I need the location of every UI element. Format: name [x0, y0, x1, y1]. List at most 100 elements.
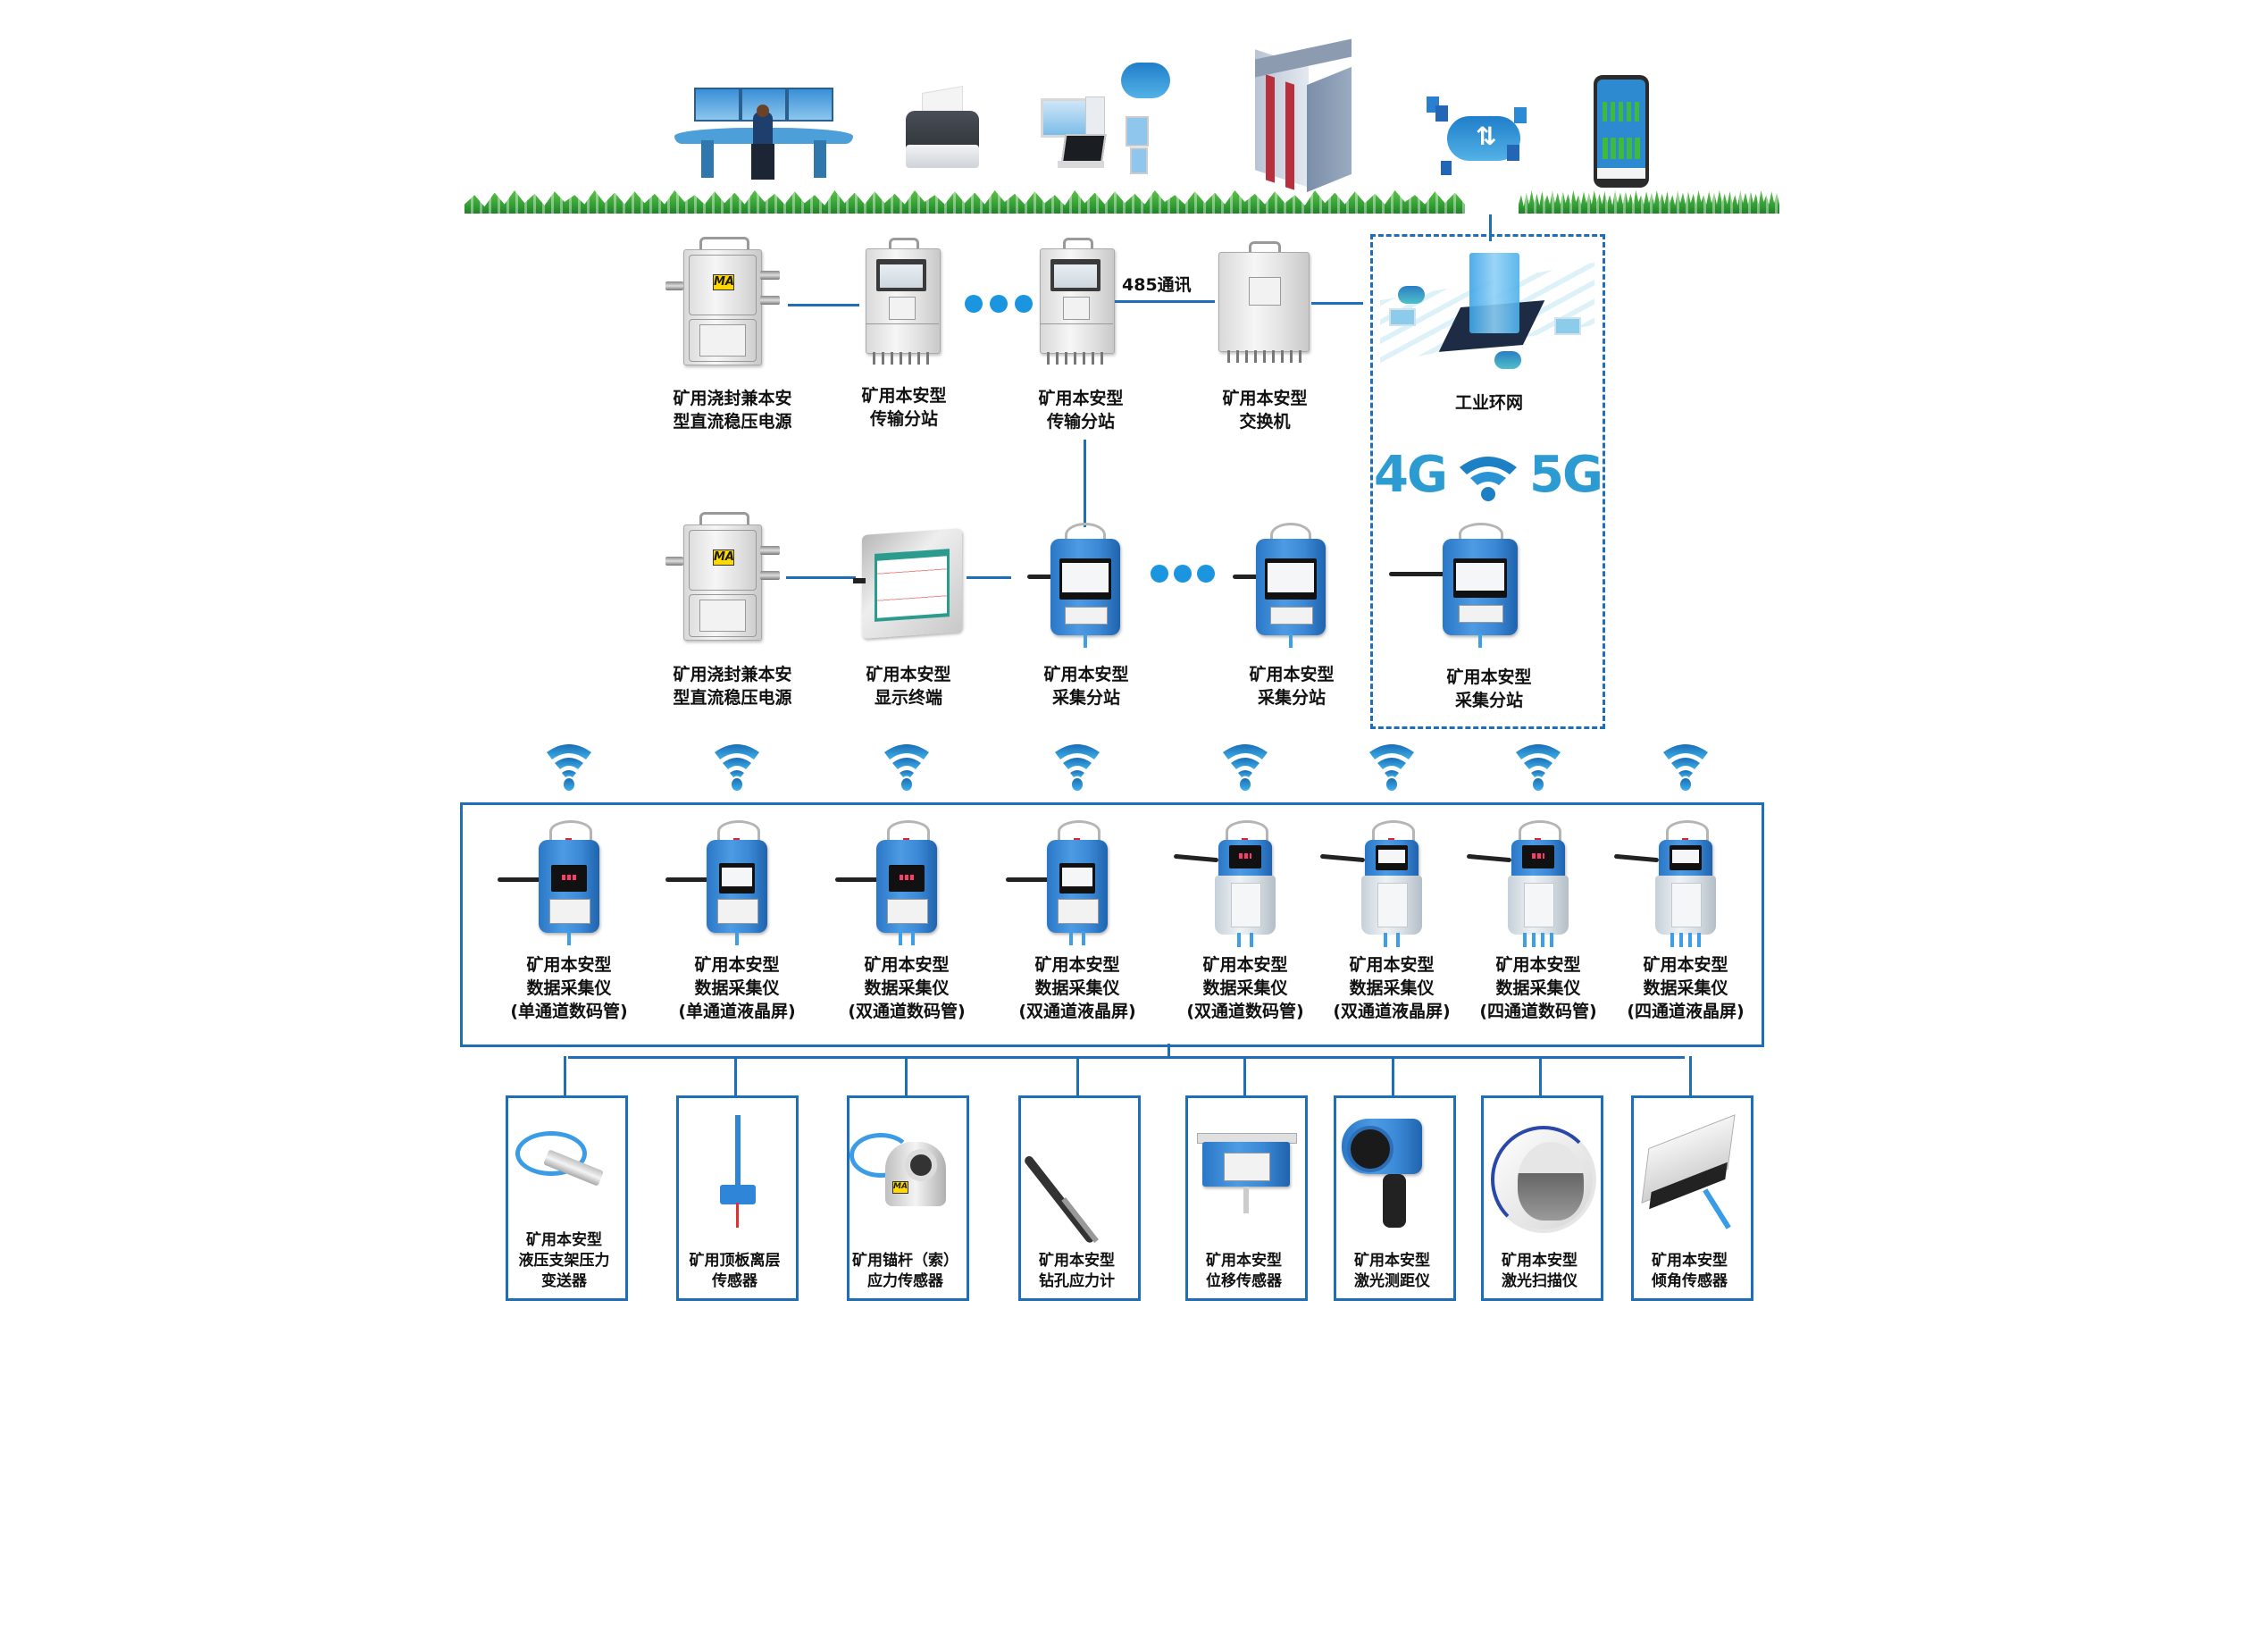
- sensor-label-line: 传感器: [712, 1272, 757, 1290]
- sensor-bus-drop-line: [733, 1056, 737, 1097]
- sensor-label-line: 矿用顶板离层: [689, 1252, 781, 1270]
- data-collector-label-line: 矿用本安型: [1495, 955, 1581, 975]
- network-dashed-box: [1370, 234, 1605, 729]
- data-collector-label-line: (单通道数码管): [510, 1002, 628, 1021]
- rs485-link-label: 485通讯: [1122, 275, 1192, 295]
- sensor-label-line: 应力传感器: [867, 1272, 943, 1290]
- sensor-bus-drop-line: [1075, 1056, 1079, 1097]
- wireless-5g-label: 5G: [1529, 446, 1603, 504]
- sensor-label-line: 变送器: [541, 1272, 587, 1290]
- row1-switch-label: 矿用本安型 交换机: [1222, 389, 1308, 432]
- sensor-bus-drop-line: [1391, 1056, 1394, 1097]
- data-collector-label-line: (四通道液晶屏): [1627, 1002, 1745, 1021]
- ma-badge: MA: [713, 274, 734, 290]
- sensor-card: [506, 1095, 628, 1301]
- sensor-label-line: 矿用锚杆（索）: [852, 1252, 958, 1270]
- data-collector-label-line: (双通道液晶屏): [1333, 1002, 1451, 1021]
- data-collector-label-line: (双通道数码管): [1186, 1002, 1304, 1021]
- laser-scanner-icon: [1484, 1115, 1598, 1233]
- sensor-card: [1018, 1095, 1141, 1301]
- cloud-to-network-line: [1489, 214, 1492, 241]
- inclination-sensor-icon: [1634, 1114, 1748, 1231]
- data-collector-label-line: 数据采集仪: [1034, 978, 1120, 998]
- display-terminal-device: [853, 528, 969, 639]
- data-collector-device: [1319, 820, 1463, 947]
- data-collector-label-line: (双通道数码管): [848, 1002, 966, 1021]
- sensor-label-line: 钻孔应力计: [1039, 1272, 1115, 1290]
- sensor-label-line: 激光扫描仪: [1502, 1272, 1578, 1290]
- wifi-signal-icon: [1369, 744, 1414, 791]
- network-collection-substation: [1389, 523, 1559, 648]
- data-collector-label: 矿用本安型数据采集仪(四通道数码管): [1479, 953, 1596, 1023]
- sensor-label-line: 倾角传感器: [1652, 1272, 1728, 1290]
- wireless-4g-label: 4G: [1374, 446, 1448, 504]
- row2-display-terminal-label: 矿用本安型 显示终端: [866, 665, 951, 708]
- data-collector-label: 矿用本安型数据采集仪(单通道数码管): [510, 953, 627, 1023]
- smartphone-icon: [1594, 75, 1649, 188]
- collector-to-sensor-bus-line: [1167, 1044, 1170, 1059]
- data-collector-device: [1006, 820, 1149, 945]
- sensor-label-line: 矿用本安型: [1354, 1252, 1430, 1270]
- row2-link-2: [967, 576, 1011, 579]
- wifi-signal-icon: [547, 744, 591, 791]
- data-collector-device: [1173, 820, 1317, 947]
- row1-to-row2-line: [1084, 440, 1086, 527]
- data-collector-label-line: (四通道数码管): [1479, 1002, 1597, 1021]
- sensor-label-line: 矿用本安型: [1039, 1252, 1115, 1270]
- sensor-bus-drop-line: [904, 1056, 908, 1097]
- sensor-label: 矿用本安型激光测距仪: [1354, 1251, 1430, 1292]
- data-collector-label-line: 数据采集仪: [864, 978, 950, 998]
- row1-power-supply-label: 矿用浇封兼本安 型直流稳压电源: [673, 389, 792, 432]
- row1-transmission-substation-2-label: 矿用本安型 传输分站: [1038, 389, 1124, 432]
- pressure-transmitter-icon: [508, 1115, 623, 1231]
- grass-strip-left: [464, 190, 1465, 214]
- sensor-label: 矿用本安型激光扫描仪: [1502, 1251, 1578, 1292]
- row1-transmission-substation-1-label: 矿用本安型 传输分站: [861, 386, 947, 429]
- switch-device: [1215, 241, 1313, 366]
- data-collector-device: [665, 820, 808, 945]
- collection-substation-device: [1233, 523, 1349, 648]
- sensor-bus-drop-line: [1243, 1056, 1246, 1097]
- wifi-signal-icon: [1516, 744, 1561, 791]
- data-collector-label: 矿用本安型数据采集仪(双通道液晶屏): [1333, 953, 1450, 1023]
- data-collector-device: [498, 820, 640, 945]
- wifi-signal-icon: [1663, 744, 1708, 791]
- printer-icon: [902, 85, 983, 174]
- control-center-icon: [674, 85, 853, 183]
- wifi-icon-4g5g: [1460, 457, 1517, 501]
- ma-badge: MA: [713, 550, 734, 566]
- sensor-label-line: 矿用本安型: [1652, 1252, 1728, 1270]
- data-collector-label-line: 矿用本安型: [1349, 955, 1435, 975]
- sensor-label: 矿用锚杆（索） 应力传感器: [852, 1251, 958, 1292]
- row1-link-1: [788, 304, 859, 306]
- wifi-signal-icon: [1223, 744, 1268, 791]
- wifi-signal-icon: [715, 744, 759, 791]
- sensor-label-line: 位移传感器: [1206, 1272, 1282, 1290]
- data-collector-label-line: 矿用本安型: [864, 955, 950, 975]
- data-collector-device: [835, 820, 978, 945]
- data-collector-label-line: 数据采集仪: [694, 978, 780, 998]
- industrial-ring-network-icon: [1380, 246, 1594, 380]
- sensor-bus-drop-line: [1538, 1056, 1542, 1097]
- data-collector-label: 矿用本安型数据采集仪(四通道液晶屏): [1627, 953, 1744, 1023]
- sensor-label-line: 矿用本安型: [1502, 1252, 1578, 1270]
- wifi-signal-icon: [1055, 744, 1100, 791]
- data-collector-label-line: 数据采集仪: [1202, 978, 1288, 998]
- sensor-label: 矿用本安型钻孔应力计: [1039, 1251, 1115, 1292]
- cloud-sync-icon: ⇅: [1425, 89, 1532, 179]
- network-collection-substation-label: 矿用本安型 采集分站: [1446, 667, 1532, 710]
- data-collector-label-line: 矿用本安型: [694, 955, 780, 975]
- data-collector-device: [1466, 820, 1610, 947]
- power-supply-device: MA: [665, 237, 791, 366]
- data-collector-label-line: 矿用本安型: [1202, 955, 1288, 975]
- data-collector-label-line: 矿用本安型: [1643, 955, 1728, 975]
- industrial-ring-network-label: 工业环网: [1454, 393, 1524, 413]
- transmission-substation-device: [862, 238, 942, 367]
- data-collector-label-line: (双通道液晶屏): [1018, 1002, 1136, 1021]
- data-collector-label-line: 矿用本安型: [1034, 955, 1120, 975]
- ellipsis-dots: [1151, 565, 1231, 584]
- sensor-label: 矿用本安型倾角传感器: [1652, 1251, 1728, 1292]
- sensor-bus-drop-line: [1688, 1056, 1692, 1097]
- sensor-card: [1185, 1095, 1308, 1301]
